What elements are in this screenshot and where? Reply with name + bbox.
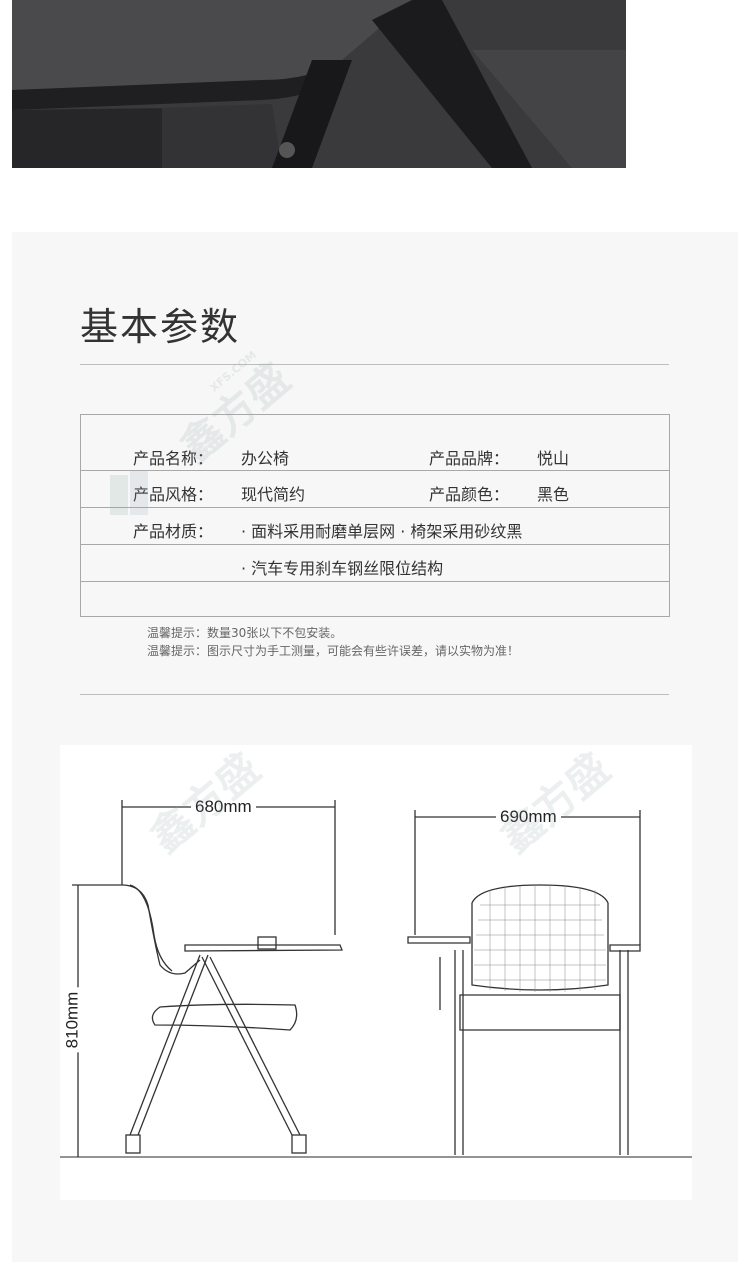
section-title: 基本参数 <box>80 305 241 349</box>
product-photo <box>12 0 626 168</box>
note-installation: 温馨提示：数量30张以下不包安装。 <box>147 626 343 640</box>
chair-closeup-image <box>12 0 626 168</box>
brand-label: 产品品牌： <box>429 449 510 468</box>
table-row-divider <box>81 470 669 471</box>
style-value: 现代简约 <box>241 485 306 504</box>
watermark-logo-icon <box>110 470 150 524</box>
color-value: 黑色 <box>537 485 570 504</box>
color-label: 产品颜色： <box>429 485 510 504</box>
chair-line-drawing <box>60 800 692 1158</box>
brand-value: 悦山 <box>537 449 570 468</box>
depth-dimension-label: 680mm <box>191 797 256 817</box>
notes-divider <box>80 694 669 695</box>
table-row-divider <box>81 544 669 545</box>
table-row-divider <box>81 507 669 508</box>
style-label: 产品风格： <box>133 485 214 504</box>
height-dimension-label: 810mm <box>62 987 83 1053</box>
material-line-1: · 面料采用耐磨单层网 · 椅架采用砂纹黑 <box>241 522 523 541</box>
name-value: 办公椅 <box>241 449 290 468</box>
table-row-divider <box>81 581 669 582</box>
material-line-2: · 汽车专用刹车钢丝限位结构 <box>241 559 444 578</box>
material-label: 产品材质： <box>133 522 214 541</box>
title-divider <box>80 364 669 365</box>
note-measurement: 温馨提示：图示尺寸为手工测量，可能会有些许误差，请以实物为准！ <box>147 644 520 658</box>
name-label: 产品名称： <box>133 449 214 468</box>
parameter-table: 产品名称： 办公椅 产品品牌： 悦山 产品风格： 现代简约 产品颜色： 黑色 产… <box>80 414 670 617</box>
width-dimension-label: 690mm <box>496 807 561 827</box>
chair-dimension-diagram: 680mm 690mm 810mm <box>60 745 692 1200</box>
